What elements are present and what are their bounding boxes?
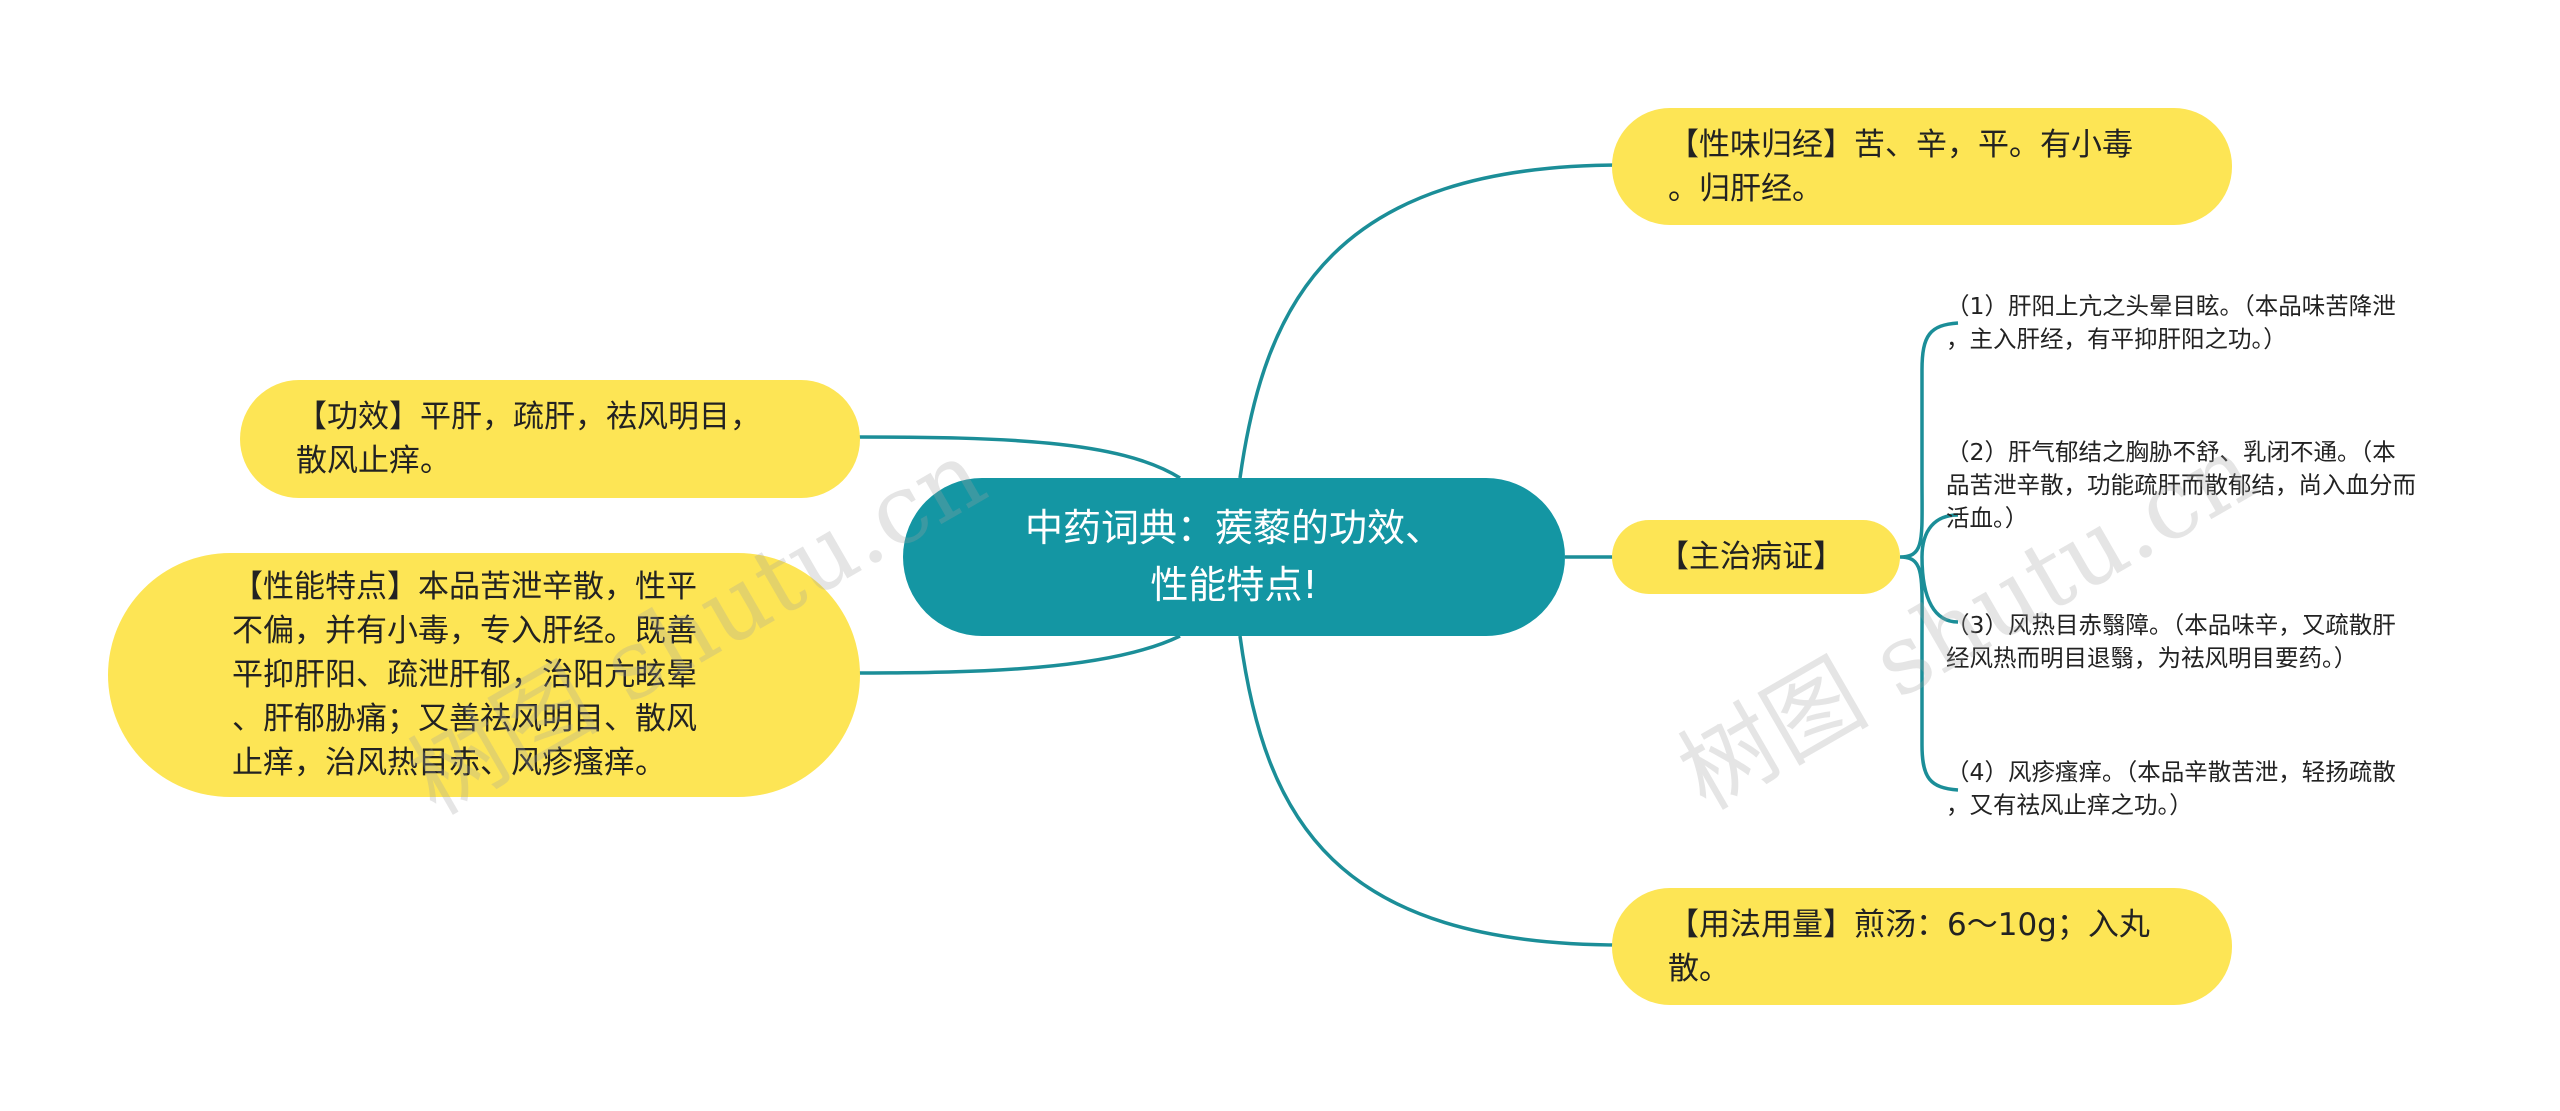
- node-xingwei-guijing-label: 【性味归经】苦、辛，平。有小毒 。归肝经。: [1668, 126, 2133, 207]
- node-xingneng-tedian: 【性能特点】本品苦泄辛散，性平 不偏，并有小毒，专入肝经。既善 平抑肝阳、疏泄肝…: [108, 553, 860, 797]
- node-zhuzhi-bingzheng: 【主治病证】: [1612, 520, 1900, 594]
- node-zhuzhi-bingzheng-label: 【主治病证】: [1658, 539, 1844, 575]
- node-yongfa-yongliang: 【用法用量】煎汤：6～10g；入丸 散。: [1612, 888, 2232, 1005]
- node-gongxiao-label: 【功效】平肝，疏肝，祛风明目， 散风止痒。: [296, 399, 761, 479]
- zhuzhi-item-1: （1）肝阳上亢之头晕目眩。（本品味苦降泄 ，主入肝经，有平抑肝阳之功。）: [1946, 290, 2396, 356]
- zhuzhi-item-3: （3）风热目赤翳障。（本品味辛，又疏散肝 经风热而明目退翳，为祛风明目要药。）: [1946, 609, 2396, 675]
- connector-yongfa: [1238, 635, 1623, 947]
- node-xingwei-guijing: 【性味归经】苦、辛，平。有小毒 。归肝经。: [1612, 108, 2232, 225]
- node-yongfa-yongliang-label: 【用法用量】煎汤：6～10g；入丸 散。: [1668, 906, 2150, 987]
- zhuzhi-item-3-label: （3）风热目赤翳障。（本品味辛，又疏散肝 经风热而明目退翳，为祛风明目要药。）: [1946, 611, 2396, 672]
- central-topic: 中药词典：蒺藜的功效、 性能特点!: [903, 478, 1565, 636]
- bracket-zhuzhi: [1899, 321, 1959, 792]
- node-xingneng-tedian-label: 【性能特点】本品苦泄辛散，性平 不偏，并有小毒，专入肝经。既善 平抑肝阳、疏泄肝…: [232, 569, 697, 781]
- node-gongxiao: 【功效】平肝，疏肝，祛风明目， 散风止痒。: [240, 380, 860, 498]
- central-topic-label: 中药词典：蒺藜的功效、 性能特点!: [1024, 506, 1443, 607]
- zhuzhi-item-2: （2）肝气郁结之胸胁不舒、乳闭不通。（本 品苦泄辛散，功能疏肝而散郁结，尚入血分…: [1946, 436, 2416, 535]
- connector-gongxiao: [854, 435, 1181, 480]
- connector-xingneng: [854, 634, 1181, 675]
- zhuzhi-item-4-label: （4）风疹瘙痒。（本品辛散苦泄，轻扬疏散 ，又有祛风止痒之功。）: [1946, 758, 2396, 819]
- zhuzhi-item-2-label: （2）肝气郁结之胸胁不舒、乳闭不通。（本 品苦泄辛散，功能疏肝而散郁结，尚入血分…: [1946, 438, 2416, 532]
- zhuzhi-item-1-label: （1）肝阳上亢之头晕目眩。（本品味苦降泄 ，主入肝经，有平抑肝阳之功。）: [1946, 292, 2396, 353]
- connector-xingwei: [1238, 163, 1623, 479]
- zhuzhi-item-4: （4）风疹瘙痒。（本品辛散苦泄，轻扬疏散 ，又有祛风止痒之功。）: [1946, 756, 2396, 822]
